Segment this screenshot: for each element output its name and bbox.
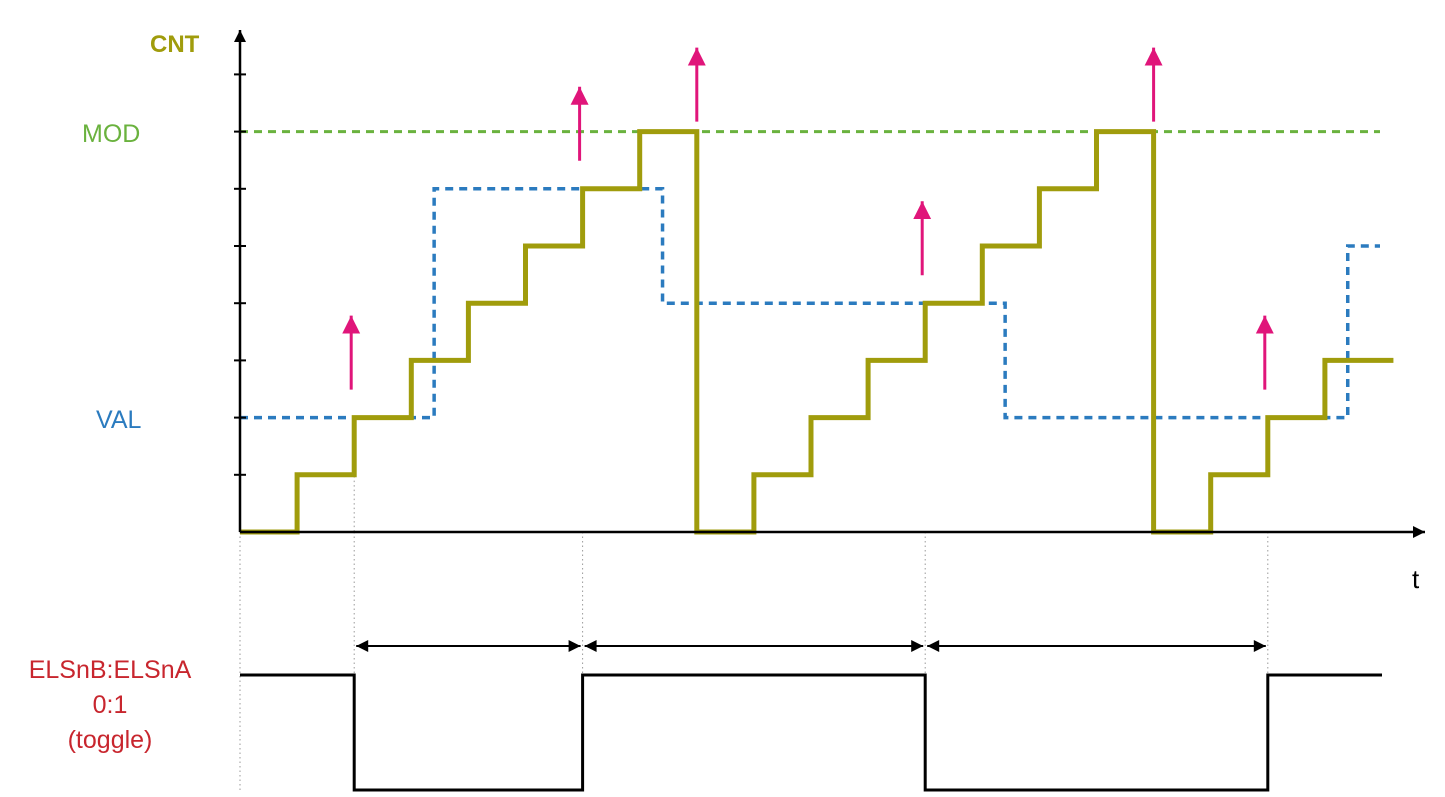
output-signal-group [240, 673, 1382, 792]
output-label-line-1: ELSnB:ELSnA [29, 656, 192, 684]
output-label-line-3: (toggle) [68, 726, 153, 754]
x-axis-title: t [1412, 564, 1420, 594]
output-label-line-2: 0:1 [93, 691, 128, 719]
counter-line [240, 129, 1394, 535]
axes [234, 30, 1425, 538]
val-line [240, 187, 1380, 420]
y-axis-title: CNT [150, 31, 200, 58]
val-label: VAL [96, 406, 141, 434]
event-markers [342, 47, 1274, 390]
mod-label: MOD [82, 120, 140, 148]
val-line-group [240, 187, 1380, 420]
output-signal-line [240, 673, 1382, 792]
y-ticks [234, 73, 246, 476]
counter-line-group [240, 129, 1394, 535]
